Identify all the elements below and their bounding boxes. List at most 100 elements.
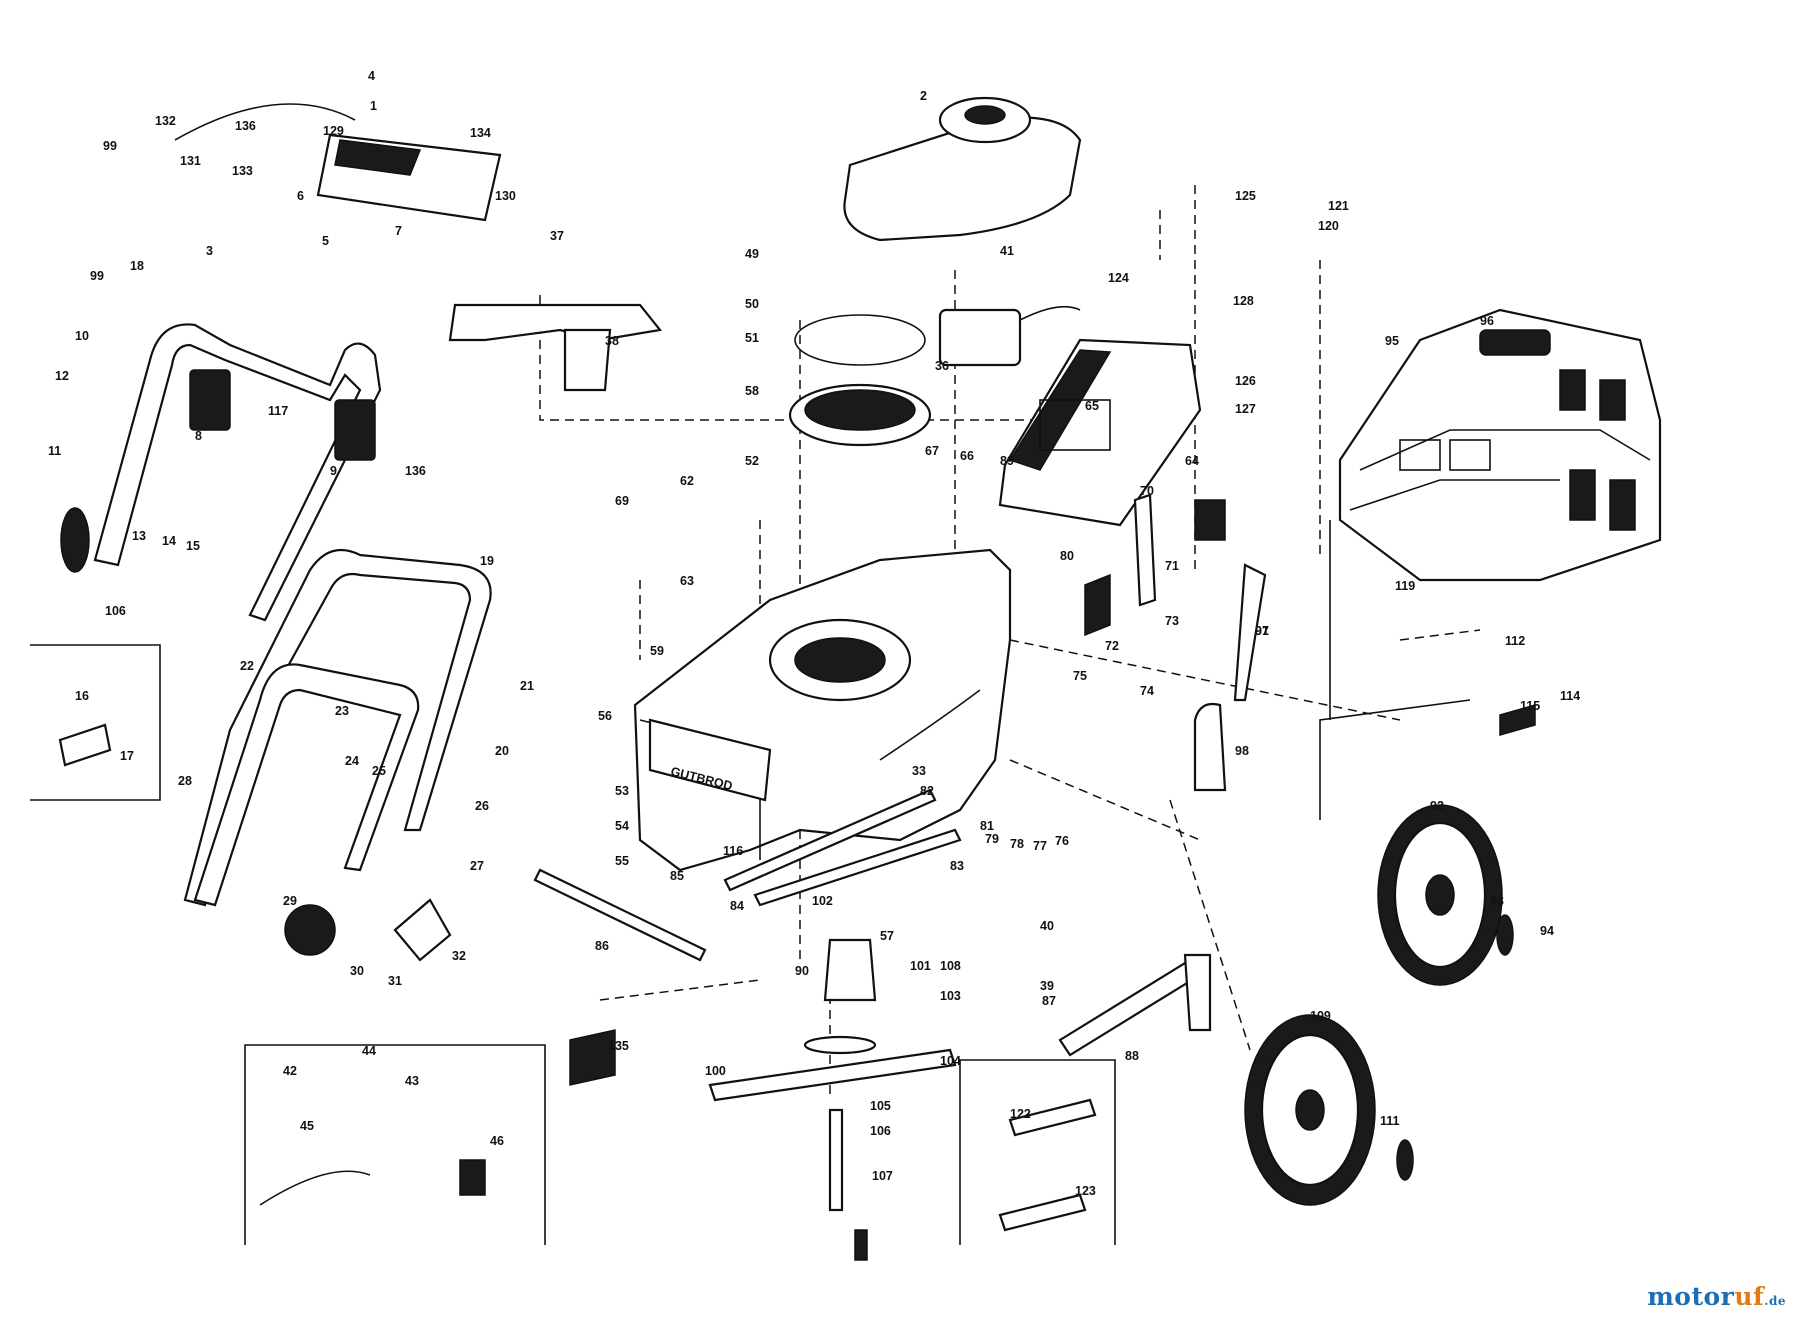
part-label: 50 [745,297,759,311]
part-label: 43 [405,1074,419,1088]
part-label: 67 [925,444,939,458]
part-label: 7 [395,224,402,238]
part-label: 102 [812,894,833,908]
part-label: 3 [206,244,213,258]
part-label: 120 [1318,219,1339,233]
part-label: 99 [90,269,104,283]
part-label: 101 [910,959,931,973]
part-label: 78 [1010,837,1024,851]
mower-deck: GUTBROD [633,548,1012,872]
part-label: 116 [723,844,743,858]
part-label: 88 [1125,1049,1139,1063]
part-label: 30 [350,964,364,978]
part-label: 53 [615,784,629,798]
motor-ring [788,314,932,447]
part-label: 41 [1000,244,1014,258]
part-label: 21 [520,679,534,693]
part-label: 1 [370,99,377,113]
part-label: 95 [1385,334,1399,348]
part-label: 8 [195,429,202,443]
part-label: 33 [912,764,926,778]
small-parts [58,493,1536,1261]
part-label: 90 [795,964,809,978]
part-label: 13 [132,529,146,543]
part-label: 64 [1185,454,1199,468]
part-label: 84 [730,899,744,913]
part-label: 24 [345,754,359,768]
part-label: 92 [1430,799,1444,813]
part-label: 117 [268,404,288,418]
part-label: 111 [1380,1114,1400,1128]
part-label: 134 [470,126,491,140]
part-label: 25 [372,764,386,778]
part-label: 37 [550,229,564,243]
motor-housing [998,338,1202,527]
part-label: 36 [935,359,949,373]
part-label: 42 [283,1064,297,1078]
part-label: 65 [1085,399,1099,413]
part-label: 22 [240,659,254,673]
part-label: 76 [1055,834,1069,848]
part-label: 121 [1328,199,1349,213]
part-label: 31 [388,974,402,988]
part-label: 127 [1235,402,1256,416]
battery [938,305,1081,367]
part-label: 136 [405,464,426,478]
part-label: 57 [880,929,894,943]
part-label: 54 [615,819,629,833]
part-label: 29 [283,894,297,908]
part-label: 125 [1235,189,1256,203]
part-label: 93 [1490,894,1504,908]
part-label: 44 [362,1044,376,1058]
watermark-part1: motor [1647,1282,1735,1311]
part-label: 87 [1042,994,1056,1008]
blade [708,938,957,1212]
part-label: 40 [1040,919,1054,933]
part-label: 72 [1105,639,1119,653]
part-label: 103 [940,989,961,1003]
watermark-logo[interactable]: motoruf.de [1647,1282,1786,1311]
part-label: 130 [495,189,516,203]
part-label: 73 [1165,614,1179,628]
part-label: 99 [103,139,117,153]
part-label: 132 [155,114,176,128]
part-label: 39 [1040,979,1054,993]
part-label: 27 [470,859,484,873]
part-label: 5 [322,234,329,248]
part-label: 74 [1140,684,1154,698]
part-label: 109 [1310,1009,1331,1023]
part-label: 104 [940,1054,961,1068]
part-label: 12 [55,369,69,383]
part-label: 79 [985,832,999,846]
part-label: 9 [330,464,337,478]
part-label: 128 [1233,294,1254,308]
part-label: 123 [1075,1184,1096,1198]
part-label: 69 [615,494,629,508]
part-label: 4 [368,69,375,83]
part-label: 136 [235,119,256,133]
part-label: 77 [1033,839,1047,853]
part-label: 135 [608,1039,629,1053]
part-label: 6 [297,189,304,203]
part-label: 23 [335,704,349,718]
part-label: 19 [480,554,494,568]
part-label: 63 [680,574,694,588]
part-label: 75 [1073,669,1087,683]
part-label: 105 [870,1099,891,1113]
part-label: 122 [1010,1107,1031,1121]
part-label: 17 [120,749,134,763]
part-label: 126 [1235,374,1256,388]
part-label: 45 [300,1119,314,1133]
part-label: 18 [130,259,144,273]
bracket [448,303,663,392]
part-label: 28 [178,774,192,788]
part-label: 70 [1140,484,1154,498]
part-number-labels: 2 4 1 3 5 6 7 8 9 10 11 12 13 14 15 16 1… [48,69,1580,1198]
part-label: 71 [1165,559,1179,573]
part-label: 107 [872,1169,893,1183]
part-label: 14 [162,534,176,548]
height-adjuster [1058,953,1212,1057]
inset-boxes [30,644,1116,1245]
handle-grips [60,369,452,962]
